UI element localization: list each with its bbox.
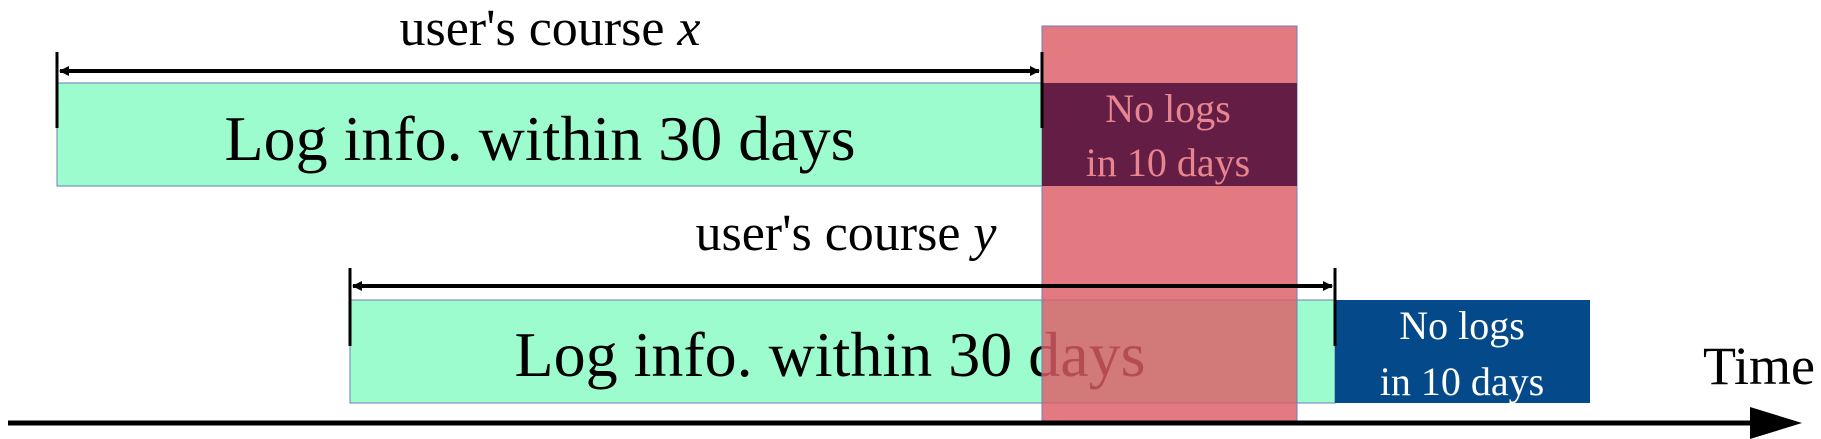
course-x-no-log-line2: in 10 days bbox=[1086, 140, 1250, 185]
course-x-no-log-line1: No logs bbox=[1105, 86, 1231, 131]
time-axis-label: Time bbox=[1703, 336, 1815, 396]
course-x-log-label: Log info. within 30 days bbox=[224, 103, 855, 174]
time-axis-arrowhead bbox=[1750, 407, 1802, 439]
course-x-no-log-block bbox=[1042, 83, 1297, 186]
course-x-var: x bbox=[676, 0, 700, 57]
course-y-no-log-block bbox=[1335, 300, 1590, 403]
course-y-log-label: Log info. within 30 days bbox=[514, 319, 1145, 390]
course-y-var: y bbox=[968, 205, 997, 262]
course-y-no-log-line2: in 10 days bbox=[1380, 359, 1544, 404]
course-x-log-block bbox=[56, 82, 1043, 187]
course-y-label: user's course y bbox=[695, 205, 997, 262]
course-y-no-log-line1: No logs bbox=[1399, 303, 1525, 348]
course-x-label: user's course x bbox=[399, 0, 700, 57]
